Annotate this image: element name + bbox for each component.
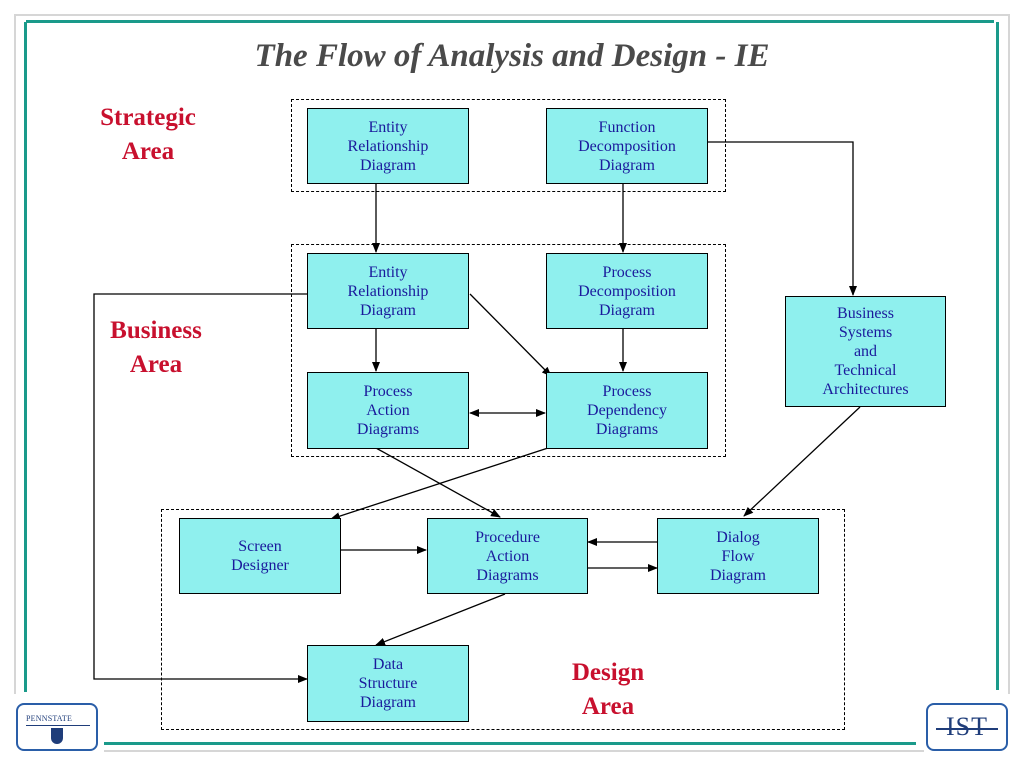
- shield-icon: [51, 728, 63, 744]
- erd-business-box: Entity Relationship Diagram: [307, 253, 469, 329]
- strategic-area-label: Strategic Area: [80, 101, 216, 169]
- box-line: Designer: [231, 557, 289, 574]
- box-line: Decomposition: [578, 137, 676, 155]
- box-line: Process: [602, 383, 652, 400]
- frame-left-teal: [24, 22, 27, 692]
- arrow-process-dependency-to-screen-designer: [330, 447, 549, 521]
- box-line: Systems: [838, 324, 893, 341]
- ist-logo-text: IST: [946, 712, 988, 741]
- ist-logo-strike: [936, 728, 998, 730]
- box-line: Diagram: [599, 301, 655, 319]
- box-line: Architectures: [822, 381, 909, 398]
- arrow-function-to-business-systems: [708, 141, 857, 296]
- procedure-action-box: Procedure Action Diagrams: [427, 518, 588, 594]
- strategic-area-group: [291, 99, 726, 192]
- frame-top-gray: [14, 14, 1010, 16]
- design-area-group: [161, 509, 845, 730]
- pennstate-logo: PENNSTATE: [16, 703, 98, 751]
- box-line: Action: [485, 547, 530, 565]
- box-line: Data: [372, 656, 404, 673]
- box-line: Screen: [238, 538, 282, 555]
- box-line: Dependency: [587, 402, 667, 419]
- box-line: Process: [363, 383, 413, 400]
- box-line: Structure: [358, 675, 418, 692]
- business-area-group: [291, 244, 726, 457]
- box-line: Diagram: [599, 156, 655, 174]
- data-structure-box: Data Structure Diagram: [307, 645, 469, 722]
- frame-right-teal: [996, 22, 999, 690]
- box-line: Technical: [834, 362, 897, 379]
- box-line: Diagram: [360, 301, 416, 319]
- frame-bottom-gray: [104, 750, 924, 752]
- frame-right-gray: [1008, 14, 1010, 694]
- business-area-label: Business Area: [88, 314, 224, 382]
- arrow-procedure-action-to-data-structure: [375, 593, 506, 646]
- box-line: Diagrams: [356, 421, 420, 438]
- box-line: Action: [366, 402, 410, 419]
- box-line: Entity: [368, 263, 408, 281]
- arrow-process-action-to-procedure-action: [375, 447, 501, 518]
- box-line: Business: [837, 305, 894, 322]
- erd-strategic-box: Entity Relationship Diagram: [307, 108, 469, 184]
- pennstate-logo-rule: [26, 725, 90, 726]
- box-line: Diagrams: [476, 566, 539, 584]
- box-line: Diagram: [360, 156, 416, 174]
- box-line: Diagrams: [595, 421, 659, 438]
- process-dependency-box: Process Dependency Diagrams: [546, 372, 708, 449]
- box-line: Function: [598, 118, 656, 136]
- arrow-erd-business-to-data-structure: [93, 293, 308, 683]
- box-line: Dialog: [716, 528, 760, 546]
- box-line: Decomposition: [578, 282, 676, 300]
- box-line: Relationship: [347, 282, 429, 300]
- box-line: Relationship: [347, 137, 429, 155]
- area-label-line: Strategic: [100, 104, 196, 131]
- box-line: Procedure: [475, 528, 540, 546]
- frame-top-teal: [26, 20, 994, 23]
- business-systems-box: Business Systems and Technical Architect…: [785, 296, 946, 407]
- function-decomposition-box: Function Decomposition Diagram: [546, 108, 708, 184]
- arrow-erd-business-to-process-dependency: [469, 293, 552, 377]
- area-label-line: Area: [129, 351, 183, 378]
- frame-left-gray: [14, 14, 16, 694]
- screen-designer-box: Screen Designer: [179, 518, 341, 594]
- design-area-label: Design Area: [540, 656, 676, 724]
- process-action-box: Process Action Diagrams: [307, 372, 469, 449]
- box-line: Diagram: [360, 694, 416, 711]
- box-line: Diagram: [710, 566, 766, 584]
- area-label-line: Area: [581, 693, 635, 720]
- page-title: The Flow of Analysis and Design - IE: [254, 38, 770, 74]
- box-line: Entity: [368, 118, 408, 136]
- area-label-line: Business: [110, 317, 202, 344]
- area-label-line: Design: [571, 659, 645, 686]
- dialog-flow-box: Dialog Flow Diagram: [657, 518, 819, 594]
- ist-logo: IST: [926, 703, 1008, 751]
- arrow-business-systems-to-dialog-flow: [743, 406, 861, 517]
- process-decomposition-box: Process Decomposition Diagram: [546, 253, 708, 329]
- box-line: Process: [602, 263, 652, 281]
- area-label-line: Area: [121, 138, 175, 165]
- box-line: and: [853, 343, 878, 360]
- frame-bottom-teal: [104, 742, 916, 745]
- box-line: Flow: [721, 547, 755, 565]
- pennstate-logo-text: PENNSTATE: [26, 714, 73, 723]
